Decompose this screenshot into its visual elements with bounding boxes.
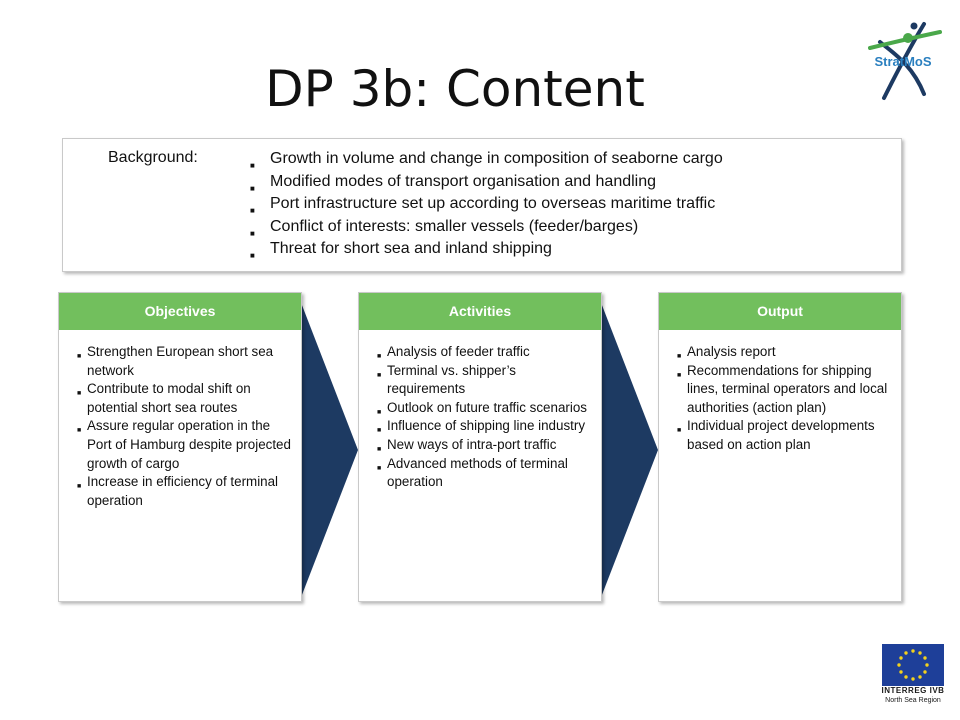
chevron-arrow-2 [600, 300, 658, 600]
square-bullet-icon: ■ [250, 228, 255, 238]
square-bullet-icon: ■ [377, 427, 382, 435]
background-list: ■Growth in volume and change in composit… [250, 148, 723, 261]
activities-header: Activities [359, 293, 601, 330]
list-item: ■Assure regular operation in the Port of… [77, 418, 291, 471]
output-header: Output [659, 293, 901, 330]
square-bullet-icon: ■ [677, 371, 682, 379]
list-item: ■Increase in efficiency of terminal oper… [77, 474, 279, 508]
list-item: ■Terminal vs. shipper’s requirements [377, 362, 516, 397]
list-item: ■Recommendations for shipping lines, ter… [677, 362, 888, 415]
list-item: ■Influence of shipping line industry [377, 417, 593, 436]
output-box: Output ■Analysis report ■Recommendations… [658, 292, 902, 602]
square-bullet-icon: ■ [77, 353, 82, 360]
square-bullet-icon: ■ [377, 464, 382, 472]
background-box: Background: ■Growth in volume and change… [62, 138, 902, 272]
objectives-header: Objectives [59, 293, 301, 330]
square-bullet-icon: ■ [77, 483, 82, 491]
square-bullet-icon: ■ [250, 161, 255, 170]
objectives-box: Objectives ■Strengthen European short se… [58, 292, 302, 602]
list-item: ■Contribute to modal shift on potential … [77, 381, 251, 415]
square-bullet-icon: ■ [677, 427, 682, 435]
square-bullet-icon: ■ [77, 427, 82, 435]
list-item: ■Strengthen European short sea network [77, 344, 274, 378]
interreg-label: INTERREG IVB [881, 686, 945, 695]
background-item: ■Growth in volume and change in composit… [250, 148, 723, 171]
chevron-arrow-1 [300, 300, 358, 600]
background-label: Background: [108, 149, 198, 167]
square-bullet-icon: ■ [250, 251, 255, 261]
square-bullet-icon: ■ [77, 390, 82, 398]
stratmos-logo: StratMoS [862, 14, 946, 102]
activities-box: Activities ■Analysis of feeder traffic ■… [358, 292, 602, 602]
square-bullet-icon: ■ [677, 353, 682, 360]
list-item: ■Analysis report [677, 343, 893, 362]
region-label: North Sea Region [885, 697, 941, 704]
square-bullet-icon: ■ [377, 353, 382, 360]
square-bullet-icon: ■ [377, 371, 382, 379]
list-item: ■Advanced methods of terminal operation [377, 455, 568, 490]
background-item: ■Port infrastructure set up according to… [250, 193, 723, 216]
background-item: ■Conflict of interests: smaller vessels … [250, 216, 723, 239]
list-item: ■Individual project developments based o… [677, 418, 875, 452]
square-bullet-icon: ■ [250, 183, 255, 193]
background-label-colon: : [193, 149, 198, 166]
list-item: ■Outlook on future traffic scenarios [377, 399, 593, 418]
activities-list: ■Analysis of feeder traffic ■Terminal vs… [377, 343, 593, 492]
list-item: ■New ways of intra-port traffic [377, 436, 593, 455]
square-bullet-icon: ■ [377, 408, 382, 416]
background-item: ■Modified modes of transport organisatio… [250, 171, 723, 194]
list-item: ■Analysis of feeder traffic [377, 343, 593, 362]
objectives-list: ■Strengthen European short sea network ■… [77, 343, 293, 510]
logo-text: StratMoS [874, 54, 931, 69]
stratmos-logo-graphic: StratMoS [868, 22, 942, 100]
background-item: ■Threat for short sea and inland shippin… [250, 238, 723, 261]
eu-flag-icon [882, 644, 944, 686]
square-bullet-icon: ■ [250, 206, 255, 216]
output-list: ■Analysis report ■Recommendations for sh… [677, 343, 893, 455]
background-label-text: Background [108, 149, 194, 166]
square-bullet-icon: ■ [377, 445, 382, 453]
slide-title: DP 3b: Content [265, 60, 645, 118]
